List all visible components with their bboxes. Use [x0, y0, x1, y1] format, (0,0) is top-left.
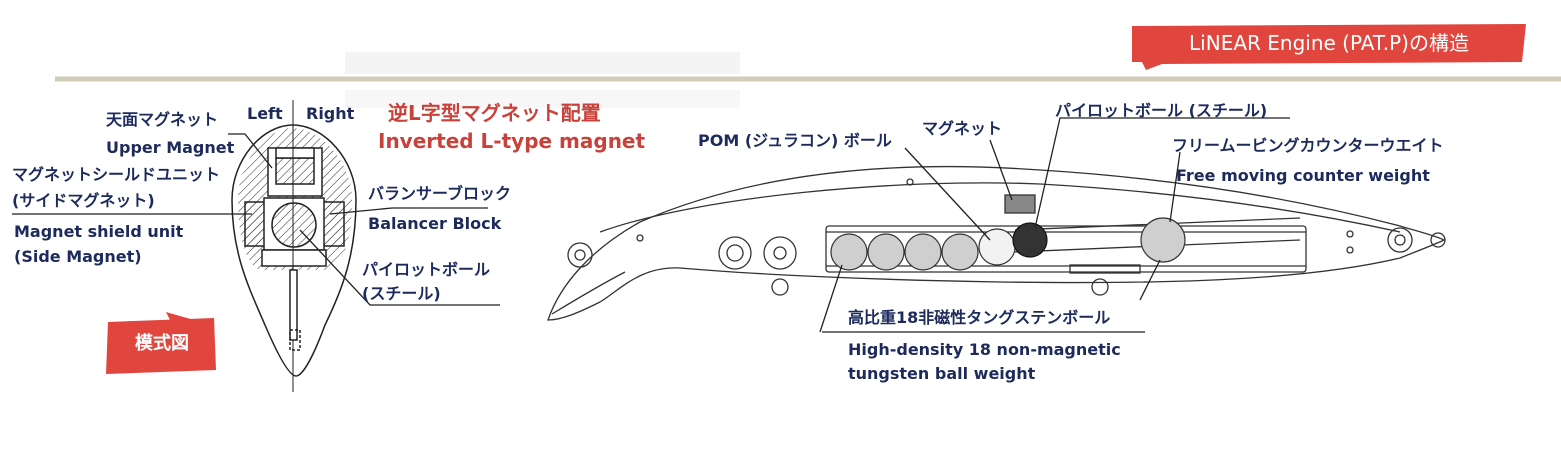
label-shield-en-1: Magnet shield unit	[14, 222, 184, 241]
tungsten-balls	[830, 233, 979, 271]
label-magnet: マグネット	[922, 119, 1003, 138]
title-banner: LiNEAR Engine (PAT.P)の構造	[1132, 24, 1526, 70]
lure-body-outline	[547, 165, 1446, 321]
label-balancer-en: Balancer Block	[368, 214, 502, 233]
cross-section-body	[231, 124, 357, 377]
label-pilot-jp-2: (スチール)	[362, 284, 441, 303]
schematic-badge: 模式図	[102, 312, 220, 376]
counter-weight	[1140, 217, 1186, 263]
label-counter-weight-jp: フリームービングカウンターウエイト	[1172, 136, 1444, 155]
label-inverted-l-jp: 逆L字型マグネット配置	[388, 101, 601, 125]
label-left: Left	[247, 104, 283, 123]
label-right: Right	[306, 104, 355, 123]
label-shield-jp-2: (サイドマグネット)	[12, 191, 155, 210]
badge-label: 模式図	[135, 333, 189, 354]
label-shield-jp-1: マグネットシールドユニット	[12, 165, 221, 184]
label-inverted-l-en: Inverted L-type magnet	[378, 129, 646, 153]
label-tungsten-en-2: tungsten ball weight	[848, 364, 1036, 383]
label-upper-magnet-en: Upper Magnet	[106, 138, 235, 157]
label-shield-en-2: (Side Magnet)	[14, 247, 142, 266]
label-pom-ball: POM (ジュラコン) ボール	[698, 131, 892, 150]
pilot-ball	[1012, 222, 1048, 258]
label-tungsten-jp: 高比重18非磁性タングステンボール	[848, 308, 1111, 327]
cross-section	[231, 100, 357, 392]
label-pilot-ball: パイロットボール (スチール)	[1055, 101, 1268, 120]
label-upper-magnet-jp: 天面マグネット	[106, 110, 219, 129]
label-balancer-jp: バランサーブロック	[368, 184, 512, 203]
label-tungsten-en-1: High-density 18 non-magnetic	[848, 340, 1121, 359]
label-counter-weight-en: Free moving counter weight	[1176, 166, 1430, 185]
page-title: LiNEAR Engine (PAT.P)の構造	[1189, 31, 1469, 55]
label-pilot-jp-1: パイロットボール	[362, 260, 491, 279]
